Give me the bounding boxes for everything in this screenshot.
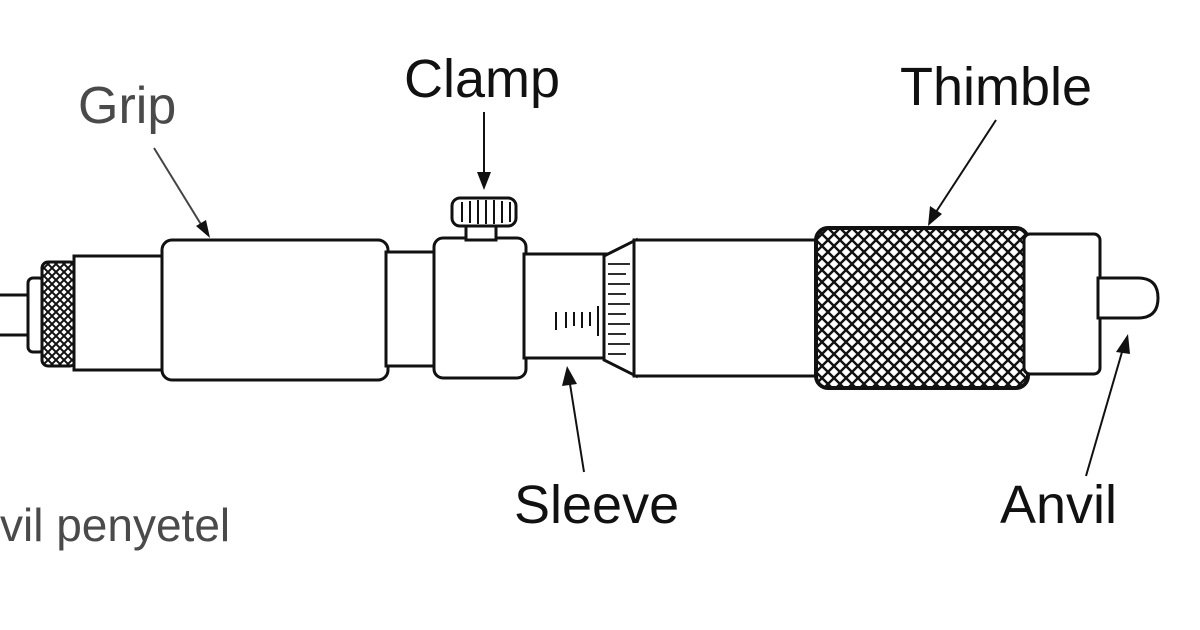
thimble-knurl [814, 226, 1030, 390]
thimble-barrel [632, 238, 822, 378]
end-cap-right [1022, 232, 1102, 376]
clamp-label: Clamp [404, 49, 561, 109]
sleeve-arrow [562, 366, 585, 473]
anvil-adjuster-label: vil penyetel [0, 499, 231, 551]
thimble-label: Thimble [900, 57, 1093, 117]
grip-body [160, 238, 390, 382]
end-cap [26, 260, 78, 368]
anvil-arrow [1085, 334, 1130, 477]
clamp-arrow [477, 112, 491, 190]
extension-rod [0, 293, 30, 337]
connector-tube [384, 250, 440, 368]
sleeve-body [522, 252, 610, 360]
clamp-ring [432, 236, 528, 380]
grip-arrow [153, 147, 210, 238]
sleeve-label: Sleeve [514, 475, 680, 535]
thimble-arrow [928, 119, 997, 226]
anvil-tip [1096, 276, 1160, 320]
clamp-screw [450, 196, 518, 242]
grip-label: Grip [78, 77, 177, 135]
anvil-label: Anvil [1000, 475, 1118, 535]
thimble-bevel [602, 237, 638, 379]
body-tube [72, 254, 168, 372]
